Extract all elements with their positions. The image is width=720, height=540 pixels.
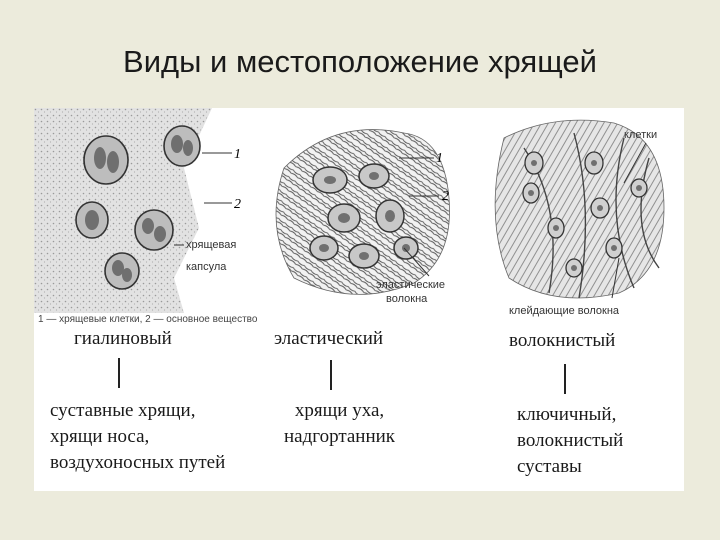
fibrous-cells-label: клетки [624,129,657,141]
elastic-fibers-line2: волокна [386,293,428,305]
connector-hyaline [118,358,120,388]
cartilage-figure: 1 2 хрящевая капсула 1 — хрящевые клетки… [34,108,684,491]
type-label-fibrous: волокнистый [509,330,616,351]
elastic-fibers-line1: эластические [376,279,445,291]
elastic-marker-1: 1 [436,151,443,166]
hyaline-cartilage-drawing [34,108,232,313]
connector-fibrous [564,364,566,394]
hyaline-location-1: суставные хрящи, [50,400,196,421]
fibrous-cartilage-drawing [494,119,665,299]
hyaline-location-2: хрящи носа, [50,426,150,447]
locations-hyaline: суставные хрящи, хрящи носа, воздухоносн… [50,398,225,476]
fibrous-fibers-label: клейдающие волокна [509,305,620,317]
histology-illustration: 1 2 хрящевая капсула 1 — хрящевые клетки… [34,108,665,325]
hyaline-caption: 1 — хрящевые клетки, 2 — основное вещест… [38,314,258,325]
fibrous-location-1: ключичный, [517,404,617,425]
connector-elastic [330,360,332,390]
capsule-label-line1: хрящевая [186,239,236,251]
fibrous-location-3: суставы [517,456,582,477]
locations-elastic: хрящи уха, надгортанник [284,398,395,450]
elastic-cartilage-drawing [275,129,450,295]
elastic-location-1: хрящи уха, [294,400,385,421]
hyaline-marker-1: 1 [234,147,241,162]
type-label-hyaline: гиалиновый [74,328,172,349]
locations-fibrous: ключичный, волокнистый суставы [517,402,623,480]
elastic-location-2: надгортанник [284,426,396,447]
hyaline-marker-2: 2 [234,197,241,212]
hyaline-location-3: воздухоносных путей [50,452,226,473]
capsule-label-line2: капсула [186,261,227,273]
fibrous-location-2: волокнистый [517,430,624,451]
slide-title: Виды и местоположение хрящей [123,44,597,79]
elastic-marker-2: 2 [442,189,449,204]
type-label-elastic: эластический [274,328,384,349]
